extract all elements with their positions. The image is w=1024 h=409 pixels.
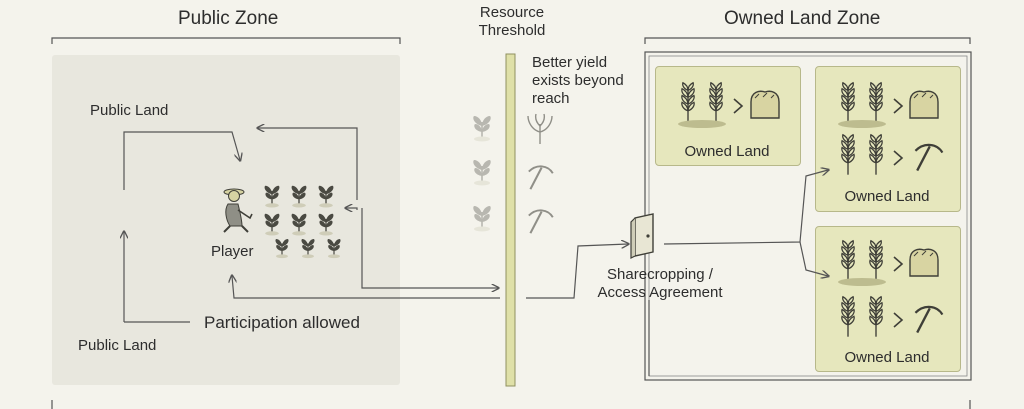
gate-door-icon [630,213,654,259]
faded-seedlings [472,115,492,233]
agreement-to-card2-arrow [663,170,828,245]
player-label: Player [211,243,254,260]
agreement-line1: Sharecropping / [607,266,713,283]
threshold-note: Better yield exists beyond reach [532,54,624,108]
cycle-arrow-top-right [258,128,358,200]
owned-card-2-icons [838,82,944,176]
threshold-note-line1: Better yield [532,54,608,71]
threshold-title-line2: Threshold [478,22,546,39]
agreement-label: Sharecropping / Access Agreement [585,266,735,302]
owned-land-card-2-label: Owned Land [844,188,930,205]
owned-zone-bracket [644,37,971,44]
public-land-label-bottom: Public Land [78,337,157,354]
threshold-title-line1: Resource [479,4,545,21]
owned-land-zone-title: Owned Land Zone [724,8,881,29]
player-seedling-grid [263,185,342,259]
public-zone-title: Public Zone [178,8,279,29]
threshold-back-arrow [232,276,500,299]
threshold-note-line3: reach [532,90,570,107]
agreement-to-card3-arrow [799,241,828,276]
threshold-note-line2: exists beyond [532,72,624,89]
threshold-to-agreement-arrow [526,244,628,299]
owned-land-card-1-label: Owned Land [684,143,770,160]
beyond-reach-icons [527,113,554,235]
owned-land-card-2 [815,66,961,212]
agreement-line2: Access Agreement [597,284,723,301]
public-land-label-top: Public Land [90,102,169,119]
public-zone-panel [52,55,400,385]
participation-label: Participation allowed [204,313,360,332]
owned-land-card-3-label: Owned Land [844,349,930,366]
player-to-threshold-arrow [361,208,498,288]
threshold-bar [505,53,516,387]
owned-land-card-3 [815,226,961,372]
public-zone-bracket [51,37,401,44]
person-farmer-icon [223,188,253,233]
owned-card-1-icons [678,82,780,128]
threshold-title: Resource Threshold [462,4,562,40]
owned-card-3-icons [838,240,944,338]
cycle-arrow-top-left [123,131,240,190]
